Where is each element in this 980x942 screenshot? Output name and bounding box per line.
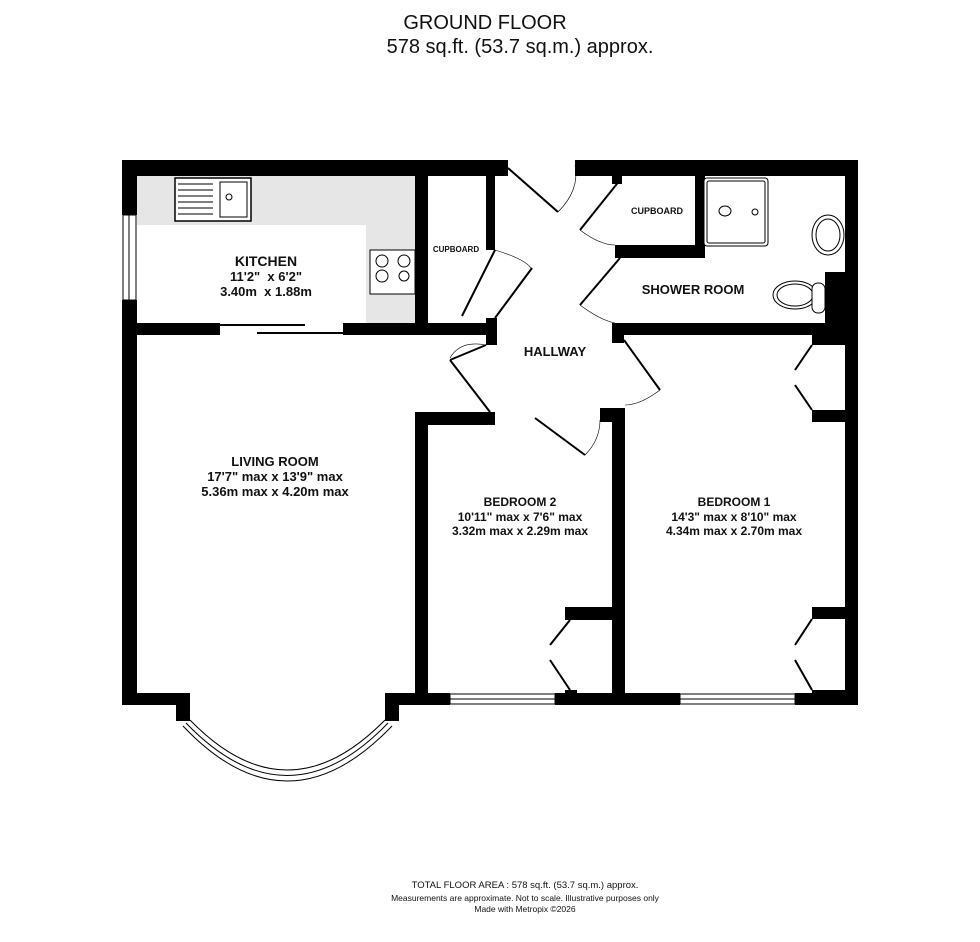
bedroom2-label: BEDROOM 2 — [484, 495, 557, 509]
credit: Made with Metropix ©2026 — [474, 904, 576, 914]
kitchen-imperial: 11'2" x 6'2" — [230, 269, 302, 284]
hob-icon — [369, 249, 416, 295]
shower-tray-icon — [703, 177, 769, 247]
shower-room-label: SHOWER ROOM — [642, 282, 745, 297]
windows — [122, 214, 796, 782]
bedroom1-metric: 4.34m max x 2.70m max — [666, 524, 802, 538]
kitchen-label: KITCHEN — [235, 253, 297, 269]
cupboard-right-label: CUPBOARD — [631, 206, 684, 216]
doors — [220, 164, 813, 691]
toilet-icon — [772, 280, 826, 314]
disclaimer: Measurements are approximate. Not to sca… — [391, 893, 659, 903]
living-room-metric: 5.36m max x 4.20m max — [201, 484, 349, 499]
living-room-label: LIVING ROOM — [231, 454, 318, 469]
total-floor-area: TOTAL FLOOR AREA : 578 sq.ft. (53.7 sq.m… — [411, 880, 639, 891]
sink-icon — [174, 177, 252, 222]
walls — [122, 160, 858, 721]
bedroom1-imperial: 14'3" max x 8'10" max — [671, 510, 797, 524]
bedroom2-imperial: 10'11" max x 7'6" max — [458, 510, 583, 524]
bedroom1-label: BEDROOM 1 — [698, 495, 771, 509]
hallway-label: HALLWAY — [524, 344, 587, 359]
cupboard-left-label: CUPBOARD — [433, 245, 479, 254]
living-room-imperial: 17'7" max x 13'9" max — [207, 469, 343, 484]
basin-icon — [811, 214, 845, 256]
floor-area: 578 sq.ft. (53.7 sq.m.) approx. — [386, 36, 654, 58]
floor-title: GROUND FLOOR — [403, 12, 567, 34]
bedroom2-metric: 3.32m max x 2.29m max — [452, 524, 588, 538]
kitchen-metric: 3.40m x 1.88m — [220, 284, 312, 299]
